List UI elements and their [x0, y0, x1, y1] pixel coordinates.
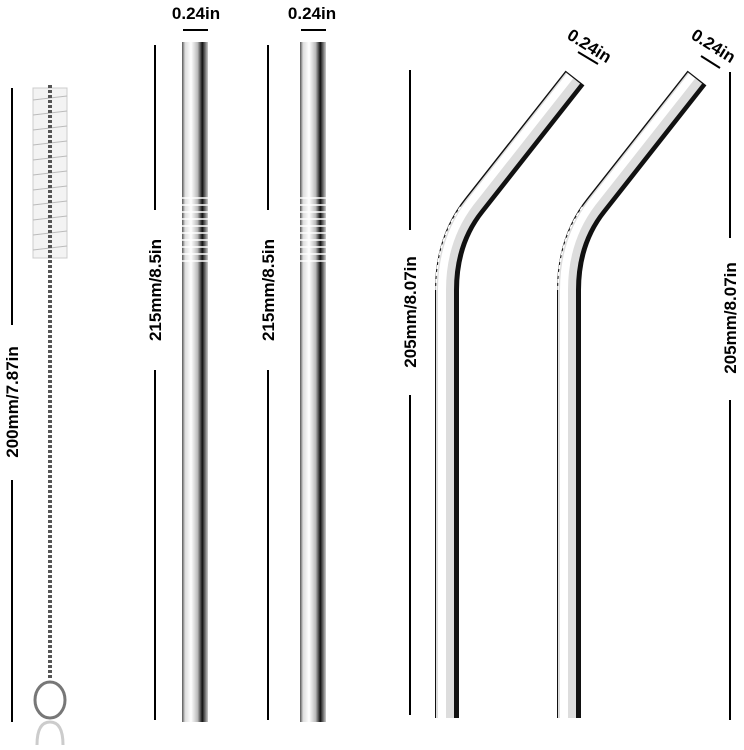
- straw-1-diameter-label: 0.24in: [172, 4, 220, 23]
- straight-straw-2: [300, 42, 326, 722]
- straw-1-length-label: 215mm/8.5in: [146, 239, 165, 341]
- bent-straw-2-diameter-label: 0.24in: [688, 25, 739, 67]
- bent-straw-1-length-label: 205mm/8.07in: [401, 256, 420, 368]
- bent-straw-1-diameter-line: [577, 51, 599, 65]
- brush-loop: [33, 680, 67, 720]
- bent-straw-2-diameter-line: [700, 55, 721, 69]
- bent-straw-2: [557, 70, 707, 718]
- bent-straw-1: [435, 70, 585, 718]
- straw-1-length-dimension: 215mm/8.5in: [146, 45, 165, 720]
- straw-2-length-dimension: 215mm/8.5in: [259, 45, 278, 720]
- bent-straw-2-length-label: 205mm/8.07in: [721, 262, 740, 374]
- straight-straw-1: [182, 42, 208, 722]
- bent-straw-1-length-dimension: 205mm/8.07in: [401, 70, 420, 715]
- bent-straw-1-diameter-label: 0.24in: [564, 25, 615, 67]
- cleaning-brush: [32, 85, 68, 746]
- brush-length-dimension: 200mm/7.87in: [3, 88, 22, 722]
- brush-length-label: 200mm/7.87in: [3, 346, 22, 458]
- bent-straw-2-length-dimension: 205mm/8.07in: [721, 72, 740, 720]
- straw-2-length-label: 215mm/8.5in: [259, 239, 278, 341]
- straw-2-diameter-label: 0.24in: [288, 4, 336, 23]
